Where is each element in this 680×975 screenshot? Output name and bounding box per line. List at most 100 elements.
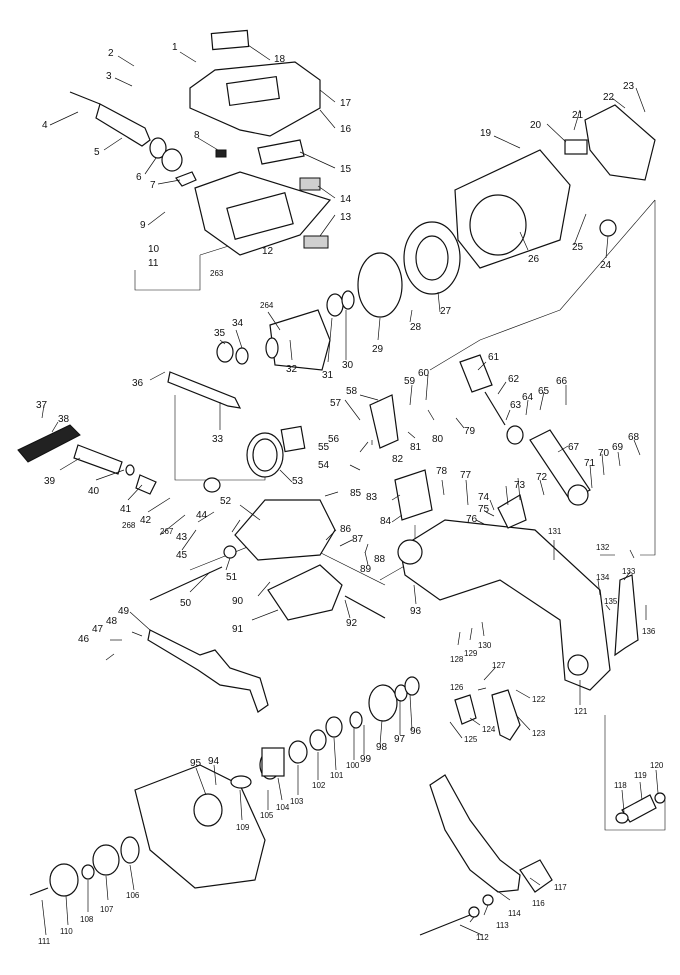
callout-33: 33: [212, 434, 224, 445]
part-123-shape: [491, 689, 521, 741]
part-95-shape: [134, 764, 266, 889]
part-29-shape: [357, 252, 403, 318]
callout-24: 24: [600, 260, 612, 271]
callout-57: 57: [330, 398, 342, 409]
callout-123: 123: [532, 729, 546, 738]
callout-50: 50: [180, 598, 192, 609]
callout-78: 78: [436, 466, 448, 477]
callout-132: 132: [596, 543, 610, 552]
part-91-shape: [267, 564, 343, 621]
callout-36: 36: [132, 378, 144, 389]
part-73-shape: [497, 494, 527, 529]
callout-58: 58: [346, 386, 358, 397]
callout-7: 7: [150, 180, 156, 191]
callout-3: 3: [106, 71, 112, 82]
callout-91: 91: [232, 624, 244, 635]
callout-121: 121: [574, 707, 588, 716]
callout-22: 22: [603, 92, 615, 103]
callout-47: 47: [92, 624, 104, 635]
callout-48: 48: [106, 616, 118, 627]
part-84-shape: [399, 519, 611, 691]
callout-96: 96: [410, 726, 422, 737]
callout-30: 30: [342, 360, 354, 371]
callout-110: 110: [60, 927, 73, 936]
callout-107: 107: [100, 905, 114, 914]
callout-81: 81: [410, 442, 422, 453]
callout-61: 61: [488, 352, 500, 363]
callout-44: 44: [196, 510, 208, 521]
part-49-shape: [147, 629, 269, 713]
callout-95: 95: [190, 758, 202, 769]
callout-117: 117: [554, 883, 567, 892]
callout-20: 20: [530, 120, 542, 131]
callout-65: 65: [538, 386, 550, 397]
callout-76: 76: [466, 514, 478, 525]
part-18-shape: [210, 29, 250, 51]
blade-guard-assembly: [29, 676, 420, 897]
callout-17: 17: [340, 98, 352, 109]
callout-25: 25: [572, 242, 584, 253]
callout-29: 29: [372, 344, 384, 355]
callout-116: 116: [532, 899, 545, 908]
part-83-shape: [394, 469, 433, 521]
callout-15: 15: [340, 164, 352, 175]
callout-112: 112: [476, 933, 489, 942]
callout-108: 108: [80, 915, 94, 924]
callout-67: 67: [568, 442, 580, 453]
part-82-shape: [369, 394, 399, 449]
callout-135: 135: [604, 597, 618, 606]
callout-39: 39: [44, 476, 56, 487]
callout-87: 87: [352, 534, 364, 545]
callout-12: 12: [262, 246, 274, 257]
part-98-shape: [368, 684, 398, 722]
callout-97: 97: [394, 734, 406, 745]
callout-113: 113: [496, 921, 509, 930]
callout-9: 9: [140, 220, 146, 231]
callout-93: 93: [410, 606, 422, 617]
callout-118: 118: [614, 781, 627, 790]
callout-70: 70: [598, 448, 610, 459]
callout-28: 28: [410, 322, 422, 333]
part-52-shape: [234, 499, 336, 561]
callout-45: 45: [176, 550, 188, 561]
leader-lines: [41, 44, 659, 936]
callout-129: 129: [464, 649, 478, 658]
lower-guard-assembly: [419, 774, 553, 936]
callout-126: 126: [450, 683, 464, 692]
callout-32: 32: [286, 364, 298, 375]
callout-2: 2: [108, 48, 114, 59]
part-117-shape: [519, 859, 553, 893]
part-61-shape: [459, 354, 493, 393]
callout-75: 75: [478, 504, 490, 515]
callout-31: 31: [322, 370, 334, 381]
part-32-shape: [269, 309, 331, 371]
part-135-shape: [614, 574, 639, 657]
callout-23: 23: [623, 81, 635, 92]
callout-268: 268: [122, 521, 136, 530]
handle-assembly: [189, 29, 332, 256]
callout-38: 38: [58, 414, 70, 425]
shaft-and-grip-parts: [69, 91, 197, 187]
callout-1: 1: [172, 42, 178, 53]
callout-46: 46: [78, 634, 90, 645]
callout-103: 103: [290, 797, 304, 806]
callout-119: 119: [634, 771, 647, 780]
callout-69: 69: [612, 442, 624, 453]
callout-55: 55: [318, 442, 330, 453]
callout-263: 263: [210, 269, 224, 278]
callout-114: 114: [508, 909, 521, 918]
part-67-shape: [529, 429, 591, 501]
callout-98: 98: [376, 742, 388, 753]
callout-54: 54: [318, 460, 330, 471]
callout-89: 89: [360, 564, 372, 575]
callout-16: 16: [340, 124, 352, 135]
callout-63: 63: [510, 400, 522, 411]
callout-267: 267: [160, 527, 174, 536]
callout-14: 14: [340, 194, 352, 205]
part-116-shape: [429, 774, 521, 893]
callout-92: 92: [346, 618, 358, 629]
stopper-parts: [615, 792, 666, 824]
callout-94: 94: [208, 756, 220, 767]
callout-72: 72: [536, 472, 548, 483]
callout-85: 85: [350, 488, 362, 499]
